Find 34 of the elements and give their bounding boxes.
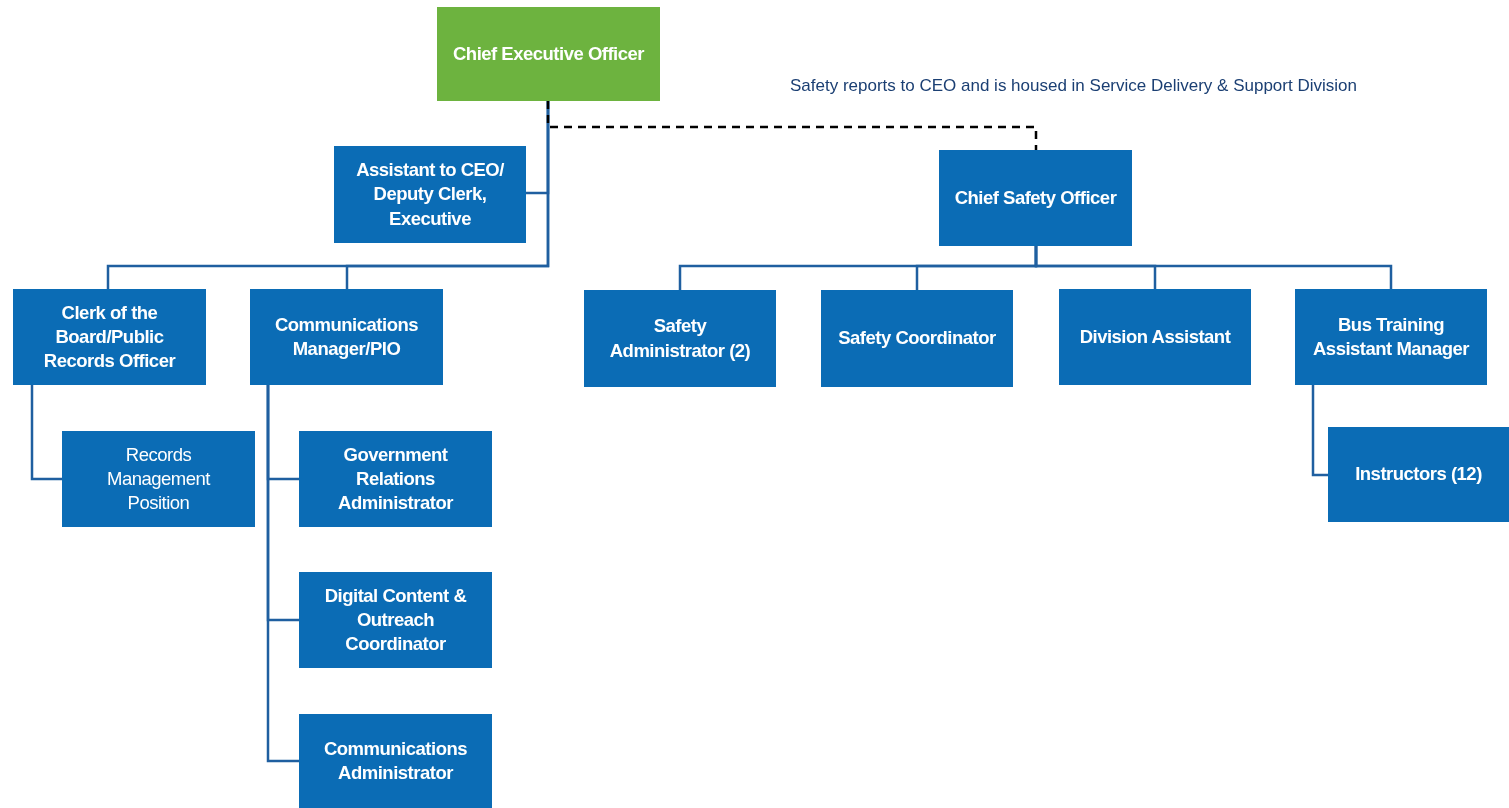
position-box	[250, 289, 443, 385]
position-title: Government Relations Administrator	[337, 442, 455, 515]
note-text: Safety reports to CEO and is housed in Service Delivery & Support Division	[790, 76, 1358, 96]
position-title: Safety Administrator (2)	[608, 314, 752, 363]
position-title: Safety Coordinator	[838, 326, 996, 351]
position-title: Assistant to CEO/ Deputy Clerk, Executive	[355, 158, 505, 231]
connector-line	[1311, 385, 1328, 477]
position-title: Chief Safety Officer	[954, 185, 1117, 210]
position-box	[1328, 427, 1509, 522]
connector-line	[30, 385, 62, 481]
position-box	[62, 431, 255, 527]
position-title: Records Management Position	[106, 442, 212, 515]
position-title: Chief Executive Officer	[452, 41, 644, 66]
position-box	[299, 431, 492, 527]
dashed-connector	[546, 101, 1038, 150]
position-title: Digital Content & Outreach Coordinator	[323, 583, 468, 656]
position-box	[1295, 289, 1487, 385]
position-box	[13, 289, 206, 385]
position-box	[939, 150, 1132, 246]
position-box	[334, 146, 526, 243]
position-title: Communications Manager/PIO	[273, 312, 420, 361]
position-title: Bus Training Assistant Manager	[1312, 312, 1471, 361]
position-title: Division Assistant	[1079, 324, 1231, 349]
position-title: Instructors (12)	[1355, 462, 1482, 487]
position-box	[299, 572, 492, 668]
connector-line	[266, 385, 299, 763]
position-title: Communications Administrator	[322, 736, 469, 785]
position-box	[299, 714, 492, 808]
connector-line	[1034, 246, 1393, 289]
position-box	[584, 290, 776, 387]
position-box	[821, 290, 1013, 387]
position-title: Clerk of the Board/Public Records Officer	[42, 300, 177, 373]
position-box	[437, 7, 660, 101]
position-box	[1059, 289, 1251, 385]
